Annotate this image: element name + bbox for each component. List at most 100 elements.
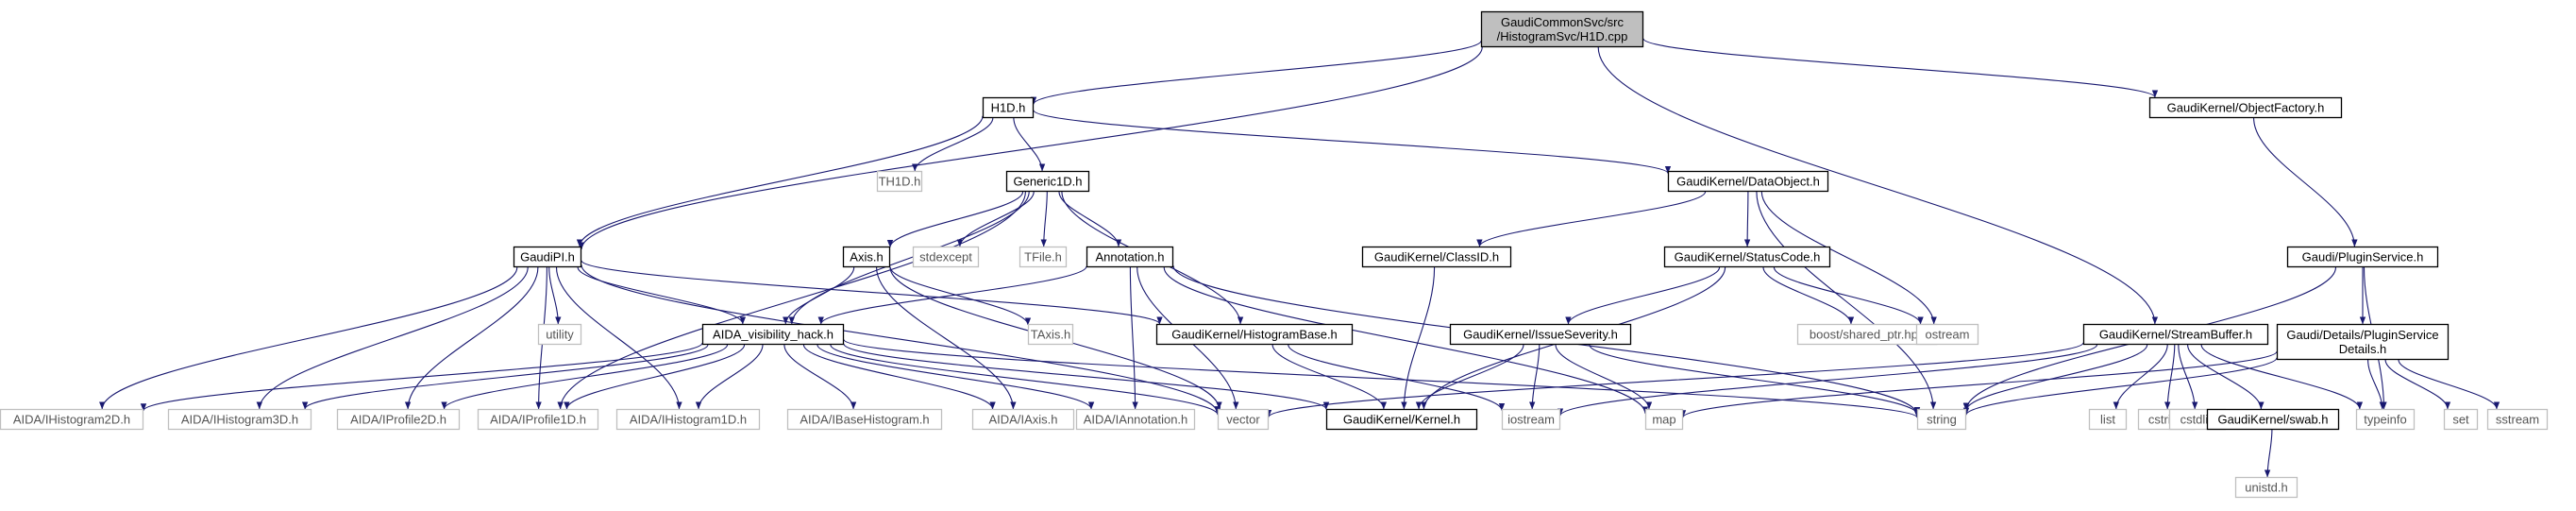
- edge-aidahack-to-iaxis: [802, 344, 996, 410]
- edge-psdetails-to-typeinfo: [2367, 359, 2385, 410]
- edge-annotation-to-map: [1163, 266, 1649, 415]
- edge-issueseverity-to-string: [1589, 344, 1921, 415]
- node-ih1d: AIDA/IHistogram1D.h: [615, 408, 761, 431]
- edge-psdetails-to-set: [2384, 359, 2451, 410]
- node-objfactory[interactable]: GaudiKernel/ObjectFactory.h: [2148, 96, 2343, 119]
- node-box: [1644, 408, 1684, 431]
- node-unistd: unistd.h: [2234, 476, 2298, 499]
- node-ip1d: AIDA/IProfile1D.h: [477, 408, 599, 431]
- edge-h1d-to-dataobject: [1033, 110, 1671, 174]
- edge-streambuffer-to-swab: [2187, 344, 2265, 410]
- edge-root-to-streambuffer: [1597, 46, 2159, 325]
- node-histobase[interactable]: GaudiKernel/HistogramBase.h: [1155, 323, 1354, 346]
- edge-aidahack-to-kernel: [843, 343, 1330, 410]
- node-box: [1325, 408, 1478, 431]
- node-ih3d: AIDA/IHistogram3D.h: [167, 408, 312, 431]
- node-label: ostream: [1926, 328, 1970, 342]
- node-box: [1667, 170, 1829, 193]
- node-list: list: [2088, 408, 2128, 431]
- edge-h1d-to-gaudipi: [576, 115, 984, 247]
- node-label: AIDA/IProfile1D.h: [490, 413, 586, 427]
- node-label: GaudiKernel/Kernel.h: [1343, 413, 1460, 427]
- node-streambuffer[interactable]: GaudiKernel/StreamBuffer.h: [2082, 323, 2269, 346]
- edge-aidahack-to-vector: [830, 344, 1221, 416]
- edge-axish-to-aidahack: [783, 266, 855, 325]
- node-issueseverity[interactable]: GaudiKernel/IssueSeverity.h: [1449, 323, 1632, 346]
- node-label: GaudiKernel/ClassID.h: [1374, 250, 1499, 264]
- node-label: Generic1D.h: [1014, 175, 1083, 189]
- node-aidahack[interactable]: AIDA_visibility_hack.h: [701, 323, 845, 346]
- node-box: [1086, 246, 1174, 268]
- node-box: [2088, 408, 2128, 431]
- node-label: vector: [1226, 413, 1260, 427]
- node-box: [1449, 323, 1632, 346]
- node-box: [982, 96, 1035, 119]
- node-label: map: [1652, 413, 1675, 427]
- node-label: AIDA/IHistogram1D.h: [630, 413, 747, 427]
- node-gaudipi[interactable]: GaudiPI.h: [513, 246, 582, 268]
- edge-histobase-to-iostream: [1288, 344, 1506, 411]
- node-swab[interactable]: GaudiKernel/swab.h: [2206, 408, 2340, 431]
- edge-annotation-to-iannot: [1129, 266, 1138, 410]
- edge-generic1d-to-axish: [886, 191, 1024, 247]
- node-label: AIDA/IAnnotation.h: [1084, 413, 1188, 427]
- nodes-layer: GaudiCommonSvc/src/HistogramSvc/H1D.cppH…: [0, 10, 2549, 499]
- edge-streambuffer-to-iostream: [1557, 344, 2098, 417]
- node-sstream: sstream: [2486, 408, 2549, 431]
- node-root[interactable]: GaudiCommonSvc/src/HistogramSvc/H1D.cpp: [1480, 10, 1644, 48]
- edge-streambuffer-to-cstdlib: [2178, 344, 2198, 410]
- edge-swab-to-unistd: [2264, 429, 2273, 478]
- node-label: TFile.h: [1024, 250, 1062, 264]
- edge-aidahack-to-ip1d: [564, 344, 746, 410]
- edge-gaudipi-to-histobase: [581, 260, 1163, 325]
- node-label: AIDA/IBaseHistogram.h: [800, 413, 929, 427]
- node-annotation[interactable]: Annotation.h: [1086, 246, 1174, 268]
- edge-dataobject-to-ostream: [1760, 191, 1937, 325]
- edge-issueseverity-to-kernel: [1415, 344, 1524, 410]
- edge-axish-to-taxis: [889, 266, 1032, 326]
- node-box: [876, 170, 923, 193]
- node-label: Details.h: [2339, 342, 2387, 356]
- node-h1d[interactable]: H1D.h: [982, 96, 1035, 119]
- edge-generic1d-to-stdexcept: [956, 191, 1035, 247]
- node-classid[interactable]: GaudiKernel/ClassID.h: [1361, 246, 1512, 268]
- node-label: list: [2100, 413, 2115, 427]
- edge-psdetails-to-sstream: [2398, 359, 2500, 410]
- node-box: [1217, 408, 1270, 431]
- node-box: [167, 408, 312, 431]
- edge-gaudipi-to-utility: [548, 266, 562, 325]
- edge-generic1d-to-aidahack: [788, 191, 1030, 325]
- edges-layer: [99, 38, 2500, 478]
- node-label: GaudiKernel/ObjectFactory.h: [2167, 101, 2325, 115]
- edge-generic1d-to-annotation: [1058, 191, 1122, 247]
- node-box: [2206, 408, 2340, 431]
- node-label: AIDA/IProfile2D.h: [350, 413, 446, 427]
- node-label: Annotation.h: [1095, 250, 1164, 264]
- edge-classid-to-kernel: [1401, 266, 1436, 410]
- node-label: H1D.h: [991, 101, 1026, 115]
- node-kernel[interactable]: GaudiKernel/Kernel.h: [1325, 408, 1478, 431]
- node-dataobject[interactable]: GaudiKernel/DataObject.h: [1667, 170, 1829, 193]
- node-statuscode[interactable]: GaudiKernel/StatusCode.h: [1663, 246, 1831, 268]
- node-label: stdexcept: [919, 250, 972, 264]
- node-pluginservice[interactable]: Gaudi/PluginService.h: [2286, 246, 2439, 268]
- node-box: [2355, 408, 2416, 431]
- edge-generic1d-to-tfile: [1040, 191, 1048, 247]
- edge-gaudipi-to-ip2d: [404, 266, 539, 410]
- node-box: [2234, 476, 2298, 499]
- edge-statuscode-to-boostsp: [1762, 266, 1855, 325]
- node-label: string: [1927, 413, 1957, 427]
- node-box: [2082, 323, 2269, 346]
- node-label: typeinfo: [2364, 413, 2407, 427]
- edge-aidahack-to-ih1d: [695, 344, 764, 410]
- node-label: utility: [546, 328, 574, 342]
- edge-psdetails-to-map: [1679, 350, 2278, 418]
- edge-gaudipi-to-aidahack: [577, 266, 747, 325]
- node-axish[interactable]: Axis.h: [842, 246, 891, 268]
- edge-statuscode-to-ostream: [1773, 266, 1924, 325]
- node-generic1d[interactable]: Generic1D.h: [1005, 170, 1090, 193]
- node-box: [2148, 96, 2343, 119]
- node-box: [1480, 10, 1644, 48]
